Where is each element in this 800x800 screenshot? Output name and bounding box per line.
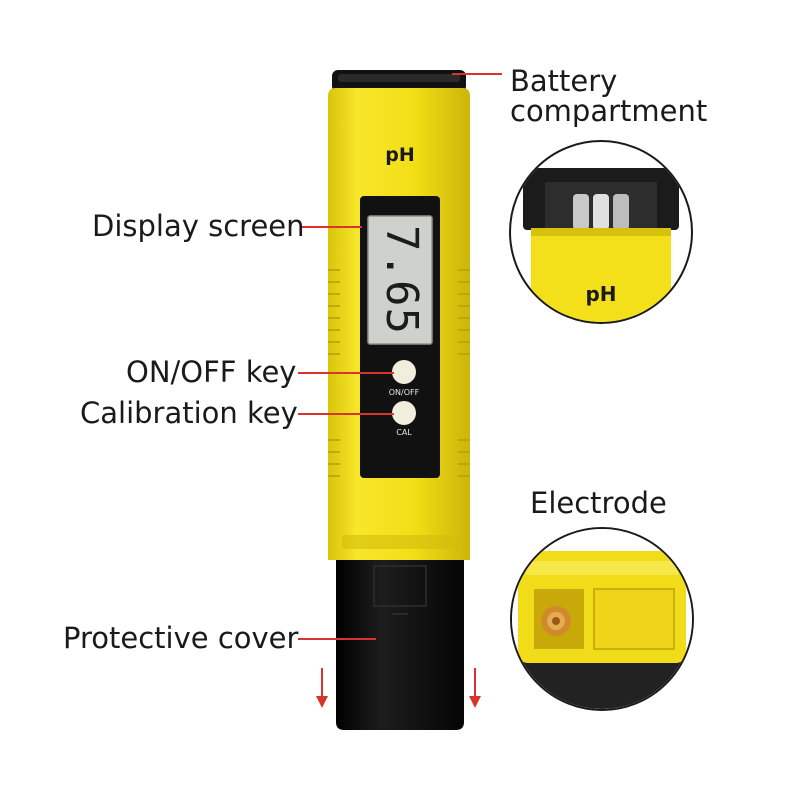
device-brand-text: pH: [385, 144, 415, 166]
cal-button[interactable]: [392, 401, 416, 425]
battery-cap[interactable]: [332, 70, 466, 92]
cover-leader-line: [298, 638, 376, 640]
display-screen-label: Display screen: [92, 209, 305, 243]
electrode-sensor: [541, 606, 571, 636]
calibration-leader-line: [298, 413, 394, 415]
cal-button-label: CAL: [396, 428, 412, 437]
display-leader-line: [302, 226, 362, 228]
calibration-key-label: Calibration key: [80, 396, 298, 430]
display-screen: [367, 215, 433, 345]
lcd-reading: 7.65: [376, 225, 427, 335]
inset-brand-text: pH: [585, 282, 617, 306]
battery-cells: [573, 194, 629, 230]
onoff-leader-line: [298, 372, 394, 374]
electrode-inset: [510, 527, 694, 711]
battery-leader-line: [452, 73, 502, 75]
onoff-key-label: ON/OFF key: [126, 355, 297, 389]
cover-arrow-right: [469, 668, 481, 708]
protective-cover-shape[interactable]: [336, 560, 464, 730]
battery-compartment-label: Battery compartment: [510, 64, 708, 128]
onoff-button[interactable]: [392, 360, 416, 384]
electrode-label: Electrode: [530, 486, 667, 520]
protective-cover-label: Protective cover: [63, 621, 299, 655]
onoff-button-label: ON/OFF: [388, 388, 420, 397]
cover-arrow-left: [316, 668, 328, 708]
battery-inset: pH: [509, 140, 693, 324]
